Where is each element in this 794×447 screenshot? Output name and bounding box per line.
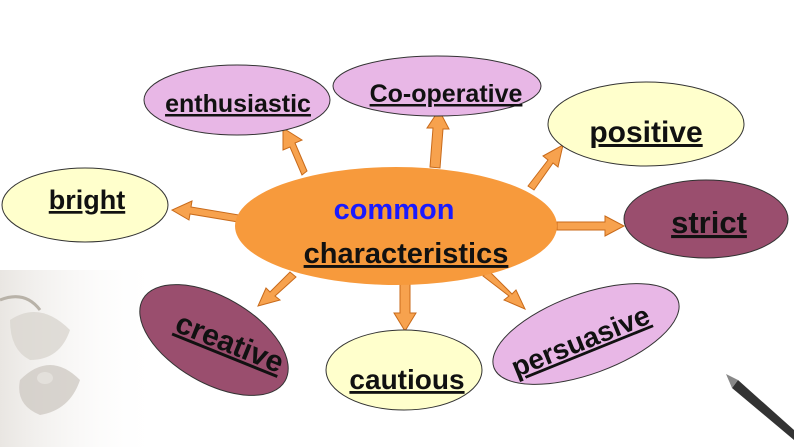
node-positive-label: positive — [589, 116, 702, 149]
node-strict-label: strict — [671, 205, 747, 240]
arrow-to-creative — [257, 271, 297, 307]
node-cautious: cautious — [325, 329, 483, 411]
node-bright: bright — [1, 167, 169, 243]
node-persuasive: persuasive — [492, 283, 680, 385]
arrow-to-enthusiastic — [282, 127, 308, 176]
node-positive: positive — [547, 81, 745, 167]
node-cooperative-label: Co-operative — [370, 80, 523, 108]
arrow-to-cautious — [393, 282, 417, 332]
arrow-to-persuasive — [482, 270, 527, 310]
brush-decoration — [726, 374, 794, 440]
node-enthusiastic-label: enthusiastic — [165, 90, 311, 118]
node-enthusiastic: enthusiastic — [143, 64, 331, 136]
node-bright-label: bright — [49, 185, 125, 215]
arrows — [170, 109, 626, 332]
arrow-to-cooperative — [426, 109, 450, 169]
arrow-to-strict — [556, 215, 626, 237]
arrow-to-positive — [527, 144, 564, 191]
node-cautious-label: cautious — [349, 364, 464, 395]
center-line2: characteristics — [304, 238, 509, 270]
node-cooperative: Co-operative — [332, 55, 542, 117]
flower-decoration — [0, 270, 160, 447]
arrow-to-bright — [170, 200, 240, 223]
node-strict: strict — [623, 179, 789, 259]
center-node: common characteristics — [235, 167, 557, 285]
center-line1: common — [334, 194, 455, 226]
